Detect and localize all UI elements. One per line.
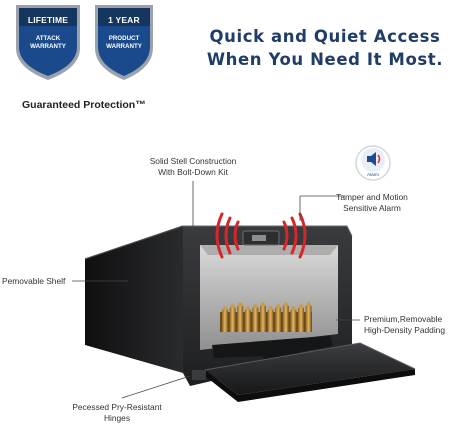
callout-line: Hinges [103,413,131,423]
bullet-tip [252,304,259,308]
badge-title: LIFETIME [27,15,69,25]
callout-line: Tamper and Motion [336,192,408,202]
callout-line: Solid Stell Construction [149,156,237,166]
callout-lines [72,181,360,399]
bullet-tip [282,302,289,306]
bullet-tip [244,306,251,310]
bullet-round [229,308,236,332]
bullet-round [252,308,259,332]
bullet-round [305,306,312,332]
headline-line2: When You Need It Most. [206,50,444,69]
padding-callout: Premium,Removable High-Density Padding [364,314,445,336]
product-warranty-badge: 1 YEAR PRODUCT WARRANTY [92,2,156,82]
hinges-callout: Pecessed Pry-Resistant Hinges [62,402,172,424]
alarm-badge-label: Alarm [367,172,379,177]
callout-line: High-Density Padding [364,325,446,335]
alarm-waves [215,212,307,259]
headline-line1: Quick and Quiet Access [209,27,441,46]
callout-line: Premium,Removable [364,314,443,324]
bullet-round [290,310,297,332]
ammo-rounds [220,302,312,332]
bullet-round [275,308,282,332]
badge-line1: PRODUCT [108,35,140,42]
lifetime-warranty-badge: LIFETIME ATTACK WARRANTY [13,2,83,82]
callout-line: With Bolt-Down Kit [158,167,228,177]
shield-icon [16,5,80,80]
badge-line1: ATTACK [35,35,61,42]
safe-interior [200,245,338,350]
bullet-tip [237,302,244,306]
hinge [192,370,206,380]
bullet-round [244,310,251,332]
bullet-tip [260,302,266,306]
bullet-round [237,306,244,332]
bullet-round [298,308,304,332]
bullet-tip [298,304,304,308]
guaranteed-protection-label: Guaranteed Protection™ [22,99,146,111]
alarm-badge-icon [355,145,391,181]
handgun [212,336,333,368]
callout-line: Pecessed Pry-Resistant [72,402,162,412]
bullet-tip [275,304,282,308]
badge-title: 1 YEAR [108,15,140,25]
badge-line2: WARRANTY [30,43,66,50]
bullet-round [282,306,289,332]
solid-construction-callout: Solid Stell Construction With Bolt-Down … [138,156,248,178]
bullet-tip [222,306,228,310]
bullet-tip [290,306,297,310]
bullet-tip [305,302,312,306]
bullet-round [260,306,266,332]
badge-line2: WARRANTY [106,43,142,50]
safe-door [205,343,415,395]
removable-shelf-callout: Pemovable Shelf [2,276,66,286]
bullet-tip [267,306,274,310]
bullet-round [222,310,228,332]
shield-icon [95,5,153,80]
bullet-tip [229,304,236,308]
tamper-alarm-callout: Tamper and Motion Sensitive Alarm [318,192,426,214]
bullet-round [267,310,274,332]
callout-line: Sensitive Alarm [343,203,401,213]
safe-side-panel [85,226,183,373]
